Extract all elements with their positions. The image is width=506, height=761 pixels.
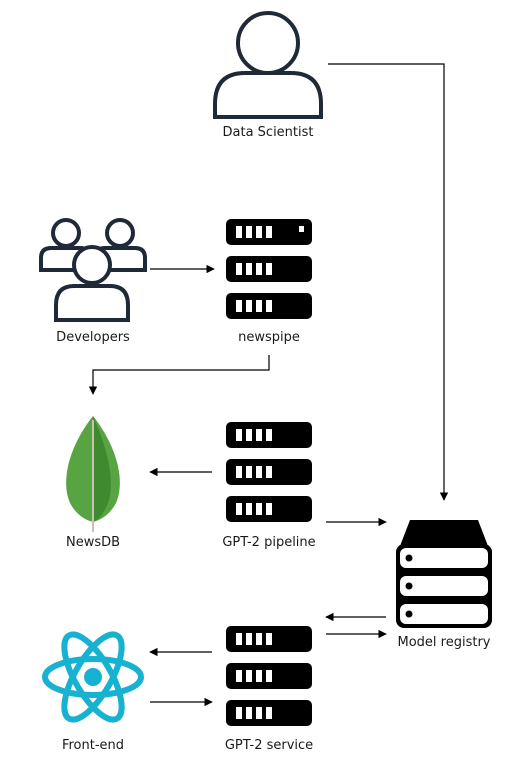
data-scientist-person-icon xyxy=(213,11,323,119)
newspipe-label: newspipe xyxy=(238,330,300,345)
edge-newspipe-to-newsdb xyxy=(88,355,270,395)
model-registry-storage-icon xyxy=(396,520,492,628)
newspipe-server-icon xyxy=(226,219,312,319)
frontend-react-atom-icon xyxy=(42,631,144,723)
newsdb-label: NewsDB xyxy=(65,535,121,550)
frontend-label: Front-end xyxy=(61,738,125,753)
gpt2-service-label: GPT-2 service xyxy=(224,738,314,753)
gpt2-pipeline-server-icon xyxy=(226,422,312,522)
model-registry-label: Model registry xyxy=(397,635,491,650)
developers-label: Developers xyxy=(56,330,130,345)
data-scientist-label: Data Scientist xyxy=(222,125,314,140)
newsdb-mongodb-leaf-icon xyxy=(66,416,120,532)
developers-people-group-icon xyxy=(39,218,147,322)
connectors xyxy=(88,63,449,707)
gpt2-service-server-icon xyxy=(226,626,312,726)
edge-datascientist-to-registry xyxy=(328,63,449,501)
gpt2-pipeline-label: GPT-2 pipeline xyxy=(222,535,316,550)
